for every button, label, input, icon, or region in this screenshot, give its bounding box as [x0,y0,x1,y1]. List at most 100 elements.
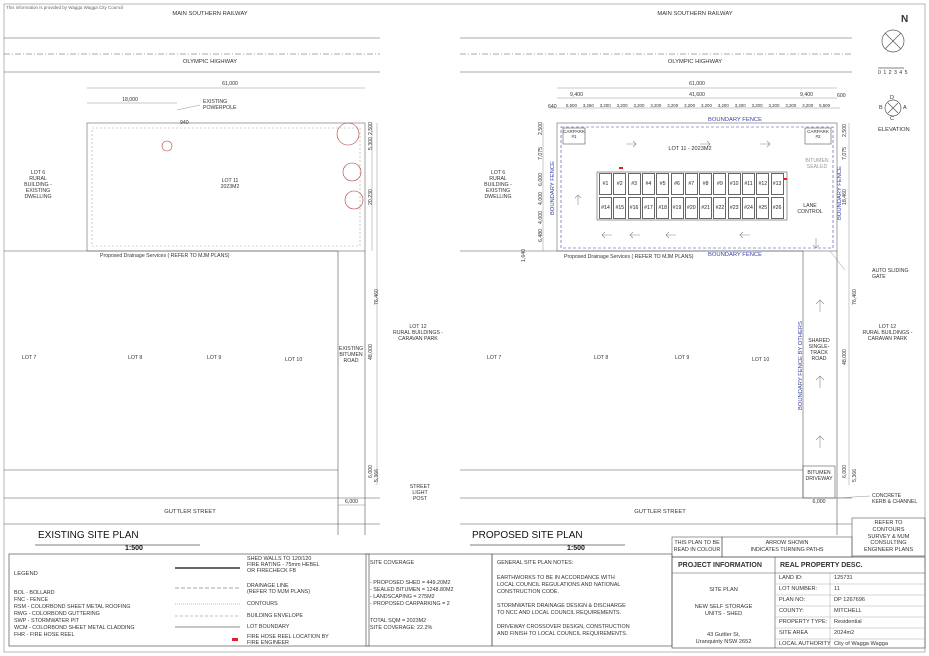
storage-unit: #23 [727,197,741,219]
proposed-lot11-label: LOT 11 - 2023M2 [668,146,712,152]
fire-hose-reel-marker [783,178,787,180]
existing-dim-side: 76,460 [374,289,380,305]
dim-row-value: 3,200 [650,103,662,108]
storage-unit: #20 [684,197,698,219]
proposed-lot8: LOT 8 [594,355,609,361]
storage-unit: #4 [641,173,655,195]
storage-unit: #25 [756,197,770,219]
legend-symbol-drainage: DRAINAGE LINE(REFER TO MJM PLANS) [247,583,310,595]
proposed-lot10: LOT 10 [752,357,770,363]
dim-row-value: 3,200 [700,103,712,108]
storage-unit: #19 [670,197,684,219]
property-key: LOCAL AUTHORITY [779,641,831,647]
carpark-1-box [562,127,586,145]
dim-row-value: 3,200 [734,103,746,108]
proposed-dim-6000: 6,000 [812,499,826,505]
boundary-fence-by-others: BOUNDARY FENCE BY OTHERS [798,321,804,410]
storage-unit: #13 [770,173,784,195]
project-info-title: PROJECT INFORMATION [678,562,762,569]
site-coverage-lines: - PROPOSED SHED = 449.20M2- SEALED BITUM… [370,580,454,607]
storage-unit: #16 [627,197,641,219]
property-value: DP 1267696 [834,597,866,603]
proposed-lot7: LOT 7 [487,355,502,361]
storage-unit: #21 [699,197,713,219]
existing-highway-label: OLYMPIC HIGHWAY [182,59,238,65]
existing-lot9: LOT 9 [207,355,222,361]
proposed-highway-label: OLYMPIC HIGHWAY [667,59,723,65]
storage-unit: #18 [656,197,670,219]
storage-unit: #8 [699,173,713,195]
existing-lot10: LOT 10 [285,357,303,363]
proposed-dim-total: 61,000 [689,81,705,87]
existing-lot7: LOT 7 [22,355,37,361]
existing-dim-left: 18,000 [122,97,138,103]
legend-symbol-envelope: BUILDING ENVELOPE [247,613,304,619]
carpark-1-label: CARPARK#1 [563,129,585,139]
proposed-dim-left: 4,000 [538,192,544,205]
site-coverage-title: SITE COVERAGE [370,560,415,566]
elevation-label: ELEVATION [878,127,910,133]
existing-site-plan-title: EXISTING SITE PLAN [38,530,139,541]
dim-row-value: 5,500 [565,103,577,108]
proposed-dim-600: 600 [837,93,846,99]
proposed-dim-right: 6,000 [842,465,848,478]
storage-unit: #17 [641,197,655,219]
carpark-2-box [804,127,832,145]
existing-dim-total: 61,000 [222,81,238,87]
proposed-dim-left: 4,000 [538,211,544,224]
carpark-2-label: CARPARK#2 [807,129,829,139]
dim-row-value: 3,200 [785,103,797,108]
legend-title: LEGEND [14,571,38,577]
existing-dim-6000: 6,000 [345,499,358,505]
property-title: REAL PROPERTY DESC. [780,562,863,569]
storage-unit: #6 [670,173,684,195]
proposed-dim-inner: 41,600 [689,92,705,98]
elevation-letter-d: D [890,95,894,101]
storage-unit: #11 [742,173,755,195]
storage-unit: #15 [613,197,627,219]
property-value: 2024m2 [834,630,855,636]
north-arrow-linework [878,29,905,117]
fire-hose-reel-marker [619,167,623,169]
legend-symbols [175,567,240,641]
proposed-railway-label: MAIN SOUTHERN RAILWAY [657,11,733,17]
dim-row-value: 3,200 [802,103,814,108]
existing-street-label: GUTTLER STREET [164,509,216,515]
elevation-letter-a: A [903,105,907,111]
existing-scale: 1:500 [125,545,143,552]
storage-unit: #22 [713,197,727,219]
dim-row-value: 3,200 [717,103,729,108]
proposed-dim-left: 7,075 [538,147,544,160]
storage-unit: #5 [656,173,670,195]
existing-dim-side: 2,500 [368,122,374,135]
dim-row-value: 3,200 [751,103,763,108]
existing-dim-side: 48,000 [368,344,374,360]
elevation-letter-b: B [879,105,883,111]
proposed-dim-right: 48,000 [842,349,848,365]
dim-row-value: 3,260 [582,103,594,108]
general-notes-title: GENERAL SITE PLAN NOTES: [497,560,574,566]
storage-unit: #24 [742,197,755,219]
storage-unit: #7 [684,173,698,195]
existing-railway-label: MAIN SOUTHERN RAILWAY [172,11,248,17]
existing-drainage-label: Proposed Drainage Services ( REFER TO MJ… [100,253,230,259]
storage-unit: #1 [599,173,612,195]
dim-row-value: 3,200 [768,103,780,108]
boundary-fence-left: BOUNDARY FENCE [550,161,556,215]
